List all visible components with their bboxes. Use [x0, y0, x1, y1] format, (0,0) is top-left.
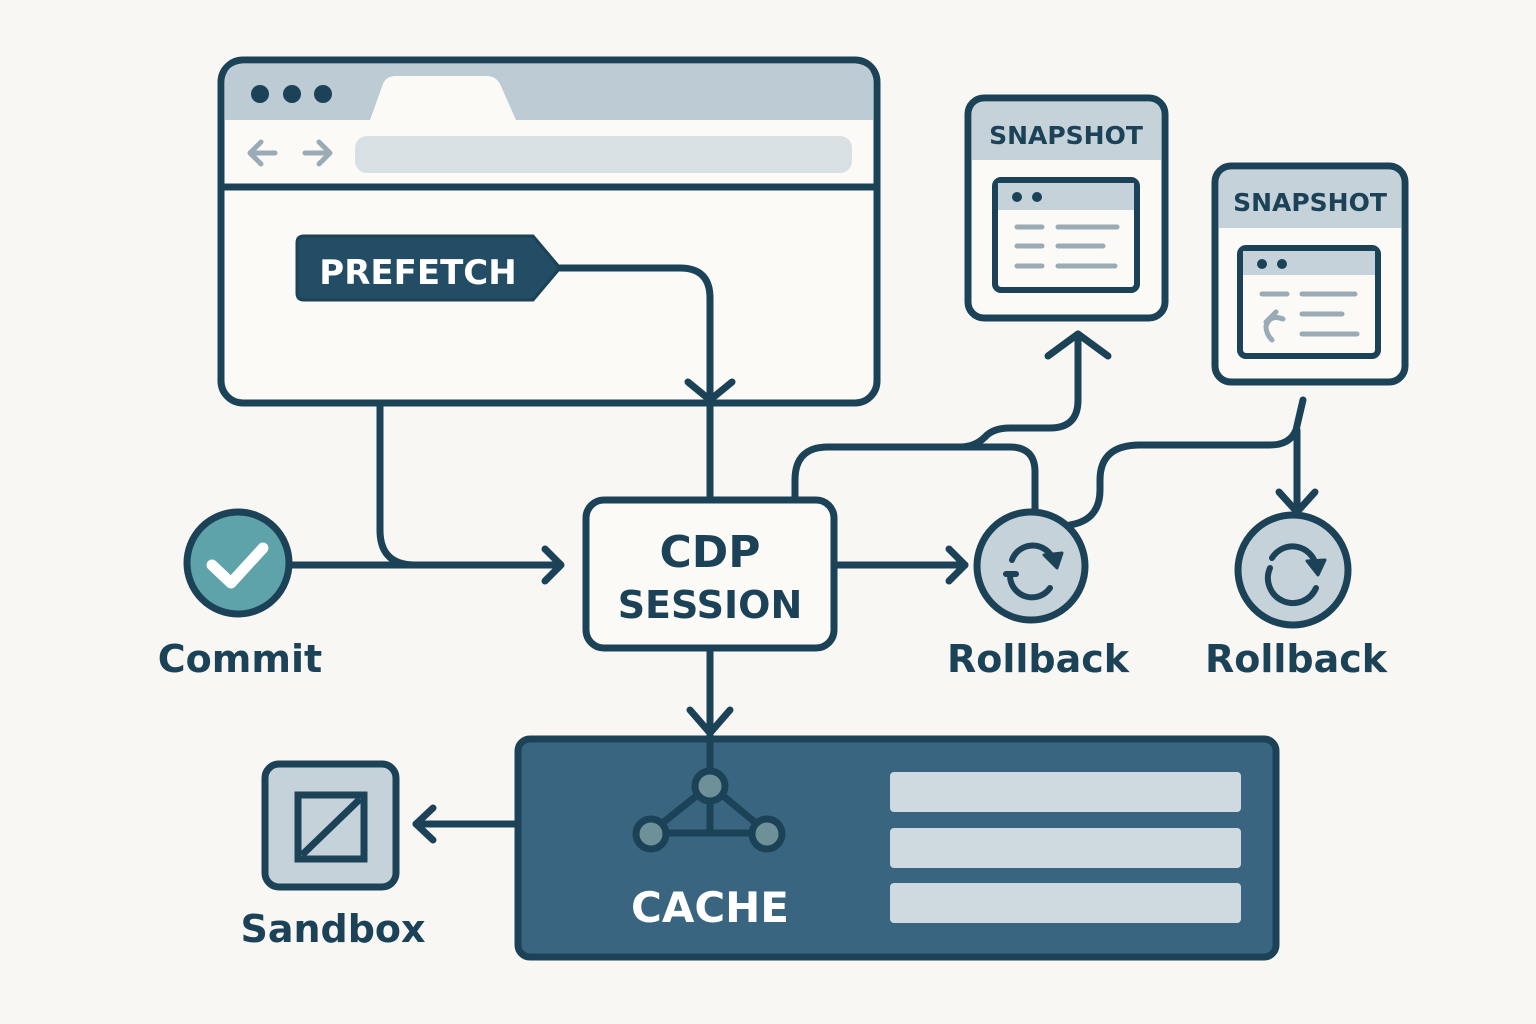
checkmark-icon	[206, 542, 269, 589]
refresh-icon	[1003, 542, 1064, 601]
arrowhead-sandbox	[412, 804, 437, 844]
back-arrow-icon[interactable]	[247, 139, 278, 167]
arrowhead-cdp-in	[541, 545, 565, 585]
browser-window: PREFETCH	[217, 56, 881, 407]
undo-arrow-icon	[1263, 309, 1286, 343]
connectors	[286, 264, 1319, 844]
cache-entry-row	[890, 883, 1241, 923]
cache-entries	[890, 772, 1241, 923]
cache-entry-row	[890, 828, 1241, 868]
commit-label: Commit	[158, 637, 322, 681]
rollback-node-2[interactable]: Rollback	[1205, 511, 1388, 681]
arrowhead-snapshot-1	[1044, 330, 1112, 360]
rollback-node-1[interactable]: Rollback	[947, 508, 1130, 681]
snapshot-2-title: SNAPSHOT	[1233, 188, 1387, 217]
snapshot-1-page-icon	[992, 177, 1140, 293]
cache-node[interactable]: CACHE	[514, 735, 1280, 961]
snapshot-1-title: SNAPSHOT	[989, 121, 1143, 150]
forward-arrow-icon[interactable]	[302, 139, 333, 167]
cdp-session-line-2: SESSION	[618, 583, 803, 627]
sandbox-node[interactable]: Sandbox	[240, 760, 426, 951]
arrowhead-rollback-1	[945, 545, 969, 585]
arrowhead-cache	[686, 706, 734, 737]
window-dot-maximize[interactable]	[314, 85, 332, 103]
snapshot-2-page-icon	[1237, 245, 1381, 359]
snapshot-card-1[interactable]: SNAPSHOT	[964, 94, 1169, 322]
cache-label: CACHE	[631, 883, 789, 932]
commit-node[interactable]: Commit	[158, 508, 322, 681]
connector-rollback-1-to-snapshot-2	[1066, 396, 1307, 529]
connector-branch-to-rollback-1	[956, 443, 1039, 514]
prefetch-tag[interactable]: PREFETCH	[295, 234, 562, 302]
arrowhead-prefetch	[684, 378, 736, 404]
browser-tab-strip	[225, 64, 873, 120]
network-graph-icon	[632, 767, 786, 853]
cdp-session-line-1: CDP	[659, 527, 760, 578]
cache-entry-row	[890, 772, 1241, 812]
connector-prefetch-to-cdp	[556, 264, 714, 504]
window-dot-minimize[interactable]	[283, 85, 301, 103]
address-bar[interactable]	[355, 136, 852, 173]
rollback-1-label: Rollback	[947, 637, 1130, 681]
window-dot-close[interactable]	[251, 85, 269, 103]
connector-browser-to-cdp	[376, 399, 564, 569]
connector-cdp-to-snapshot-1	[791, 334, 1082, 504]
cdp-session-node[interactable]: CDP SESSION	[582, 496, 838, 652]
prefetch-label: PREFETCH	[319, 253, 516, 293]
rollback-2-label: Rollback	[1205, 637, 1388, 681]
snapshot-card-2[interactable]: SNAPSHOT	[1211, 162, 1409, 386]
sandbox-label: Sandbox	[240, 907, 425, 951]
refresh-icon	[1264, 543, 1327, 607]
sandbox-box-icon	[294, 791, 368, 863]
